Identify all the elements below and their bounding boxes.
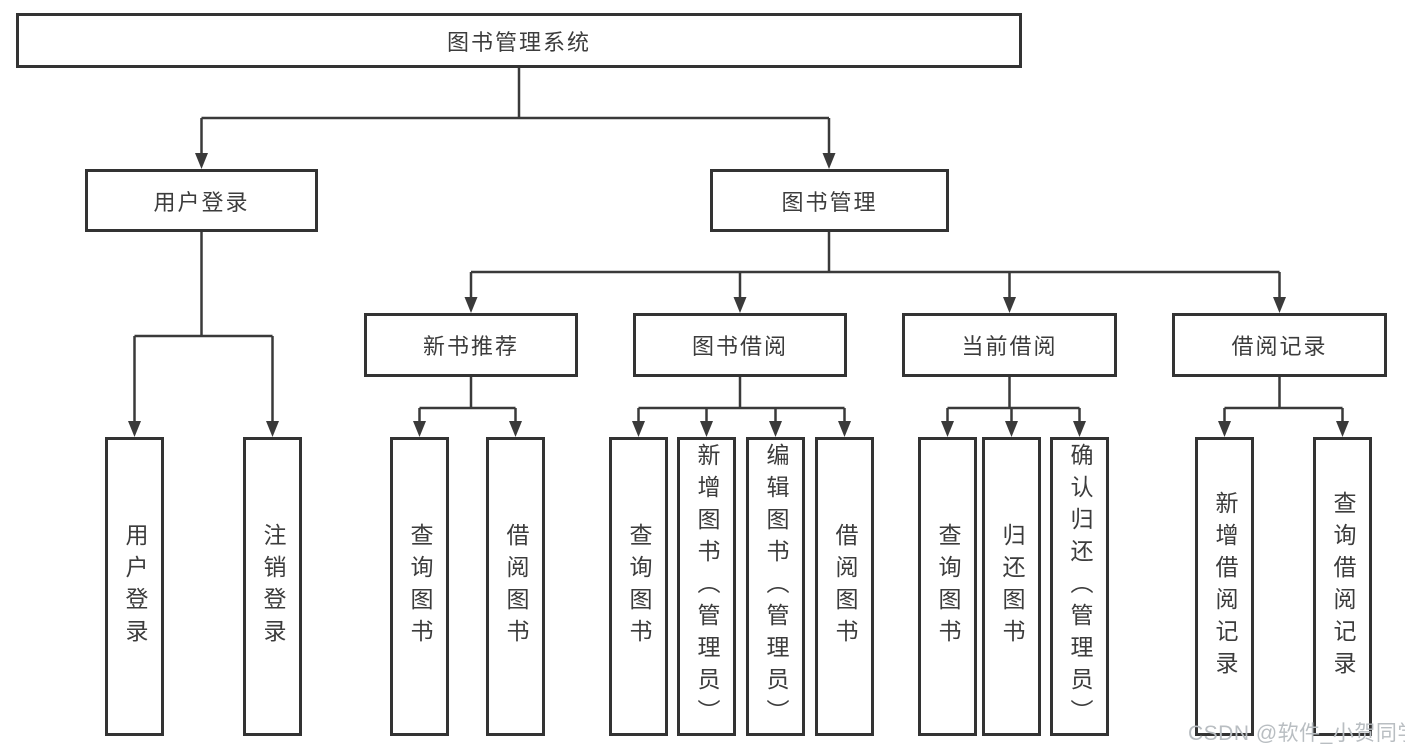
node-label: 借阅记录 [1231, 334, 1328, 359]
node-label: 查询图书 [407, 522, 433, 651]
connector-lines [133, 68, 1344, 424]
node-label: 归还图书 [999, 522, 1025, 651]
node-current-borrowing: 当前借阅 [902, 313, 1117, 377]
node-book-borrowing: 图书借阅 [633, 313, 847, 377]
node-label: 确认归还（管理员） [1067, 442, 1093, 731]
leaf-current-confirm-return-admin: 确认归还（管理员） [1050, 437, 1109, 736]
node-label: 图书借阅 [691, 334, 788, 359]
leaf-borrow-borrow-book: 借阅图书 [815, 437, 874, 736]
leaf-logout: 注销登录 [243, 437, 302, 736]
leaf-borrow-query-book: 查询图书 [609, 437, 668, 736]
leaf-current-return-book: 归还图书 [982, 437, 1041, 736]
node-label: 借阅图书 [832, 522, 858, 651]
leaf-borrow-add-book-admin: 新增图书（管理员） [677, 437, 736, 736]
node-book-management: 图书管理 [710, 169, 949, 232]
leaf-user-login: 用户登录 [105, 437, 164, 736]
node-label: 用户登录 [122, 522, 148, 651]
node-new-book-recommendation: 新书推荐 [364, 313, 578, 377]
node-label: 图书管理 [781, 189, 878, 215]
leaf-records-add-record: 新增借阅记录 [1195, 437, 1254, 736]
node-label: 编辑图书（管理员） [763, 442, 789, 731]
csdn-watermark: CSDN @软件_小贺同学 [1188, 722, 1405, 745]
node-label: 新书推荐 [422, 334, 519, 359]
node-label: 图书管理系统 [446, 29, 591, 55]
node-label: 注销登录 [260, 522, 286, 651]
node-label: 新增借阅记录 [1212, 490, 1238, 683]
node-user-login: 用户登录 [85, 169, 318, 232]
node-label: 借阅图书 [503, 522, 529, 651]
leaf-recommend-query-book: 查询图书 [390, 437, 449, 736]
node-label: 用户登录 [153, 189, 250, 215]
node-borrowing-records: 借阅记录 [1172, 313, 1387, 377]
node-label: 新增图书（管理员） [694, 442, 720, 731]
node-label: 查询图书 [626, 522, 652, 651]
node-label: 当前借阅 [961, 334, 1058, 359]
leaf-current-query-book: 查询图书 [918, 437, 977, 736]
node-label: 查询借阅记录 [1330, 490, 1356, 683]
node-library-management-system: 图书管理系统 [16, 13, 1022, 68]
leaf-borrow-edit-book-admin: 编辑图书（管理员） [746, 437, 805, 736]
node-label: 查询图书 [935, 522, 961, 651]
leaf-recommend-borrow-book: 借阅图书 [486, 437, 545, 736]
leaf-records-query-record: 查询借阅记录 [1313, 437, 1372, 736]
